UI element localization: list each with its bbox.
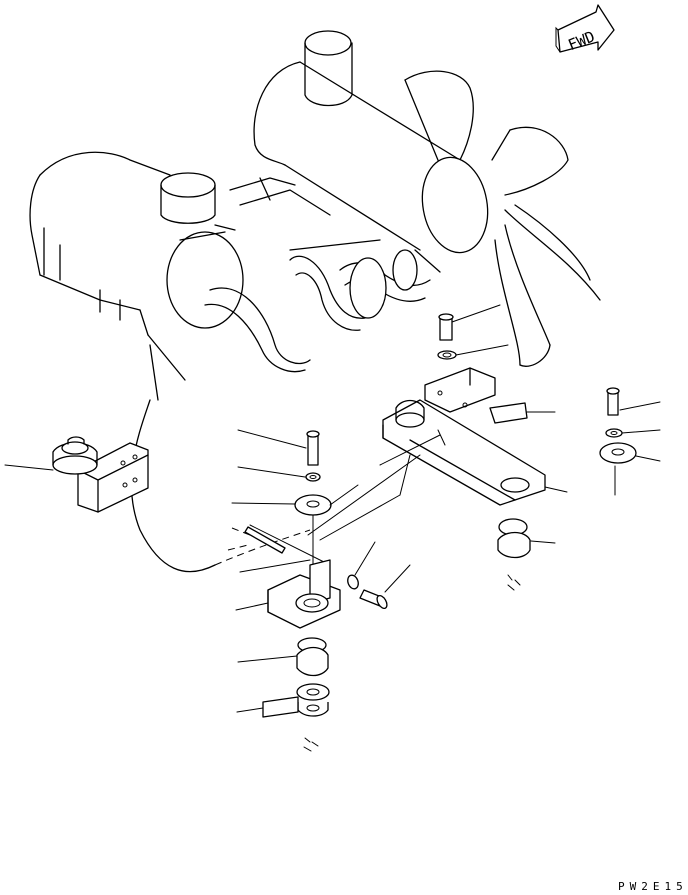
left-engine-mount — [4, 436, 149, 513]
washer-center — [237, 466, 321, 482]
bolt-center — [237, 429, 320, 466]
bolt-upper-right — [438, 304, 501, 341]
figure-code: PW2E154 — [618, 880, 688, 893]
bolt-right — [606, 387, 661, 416]
mount-bracket-lower — [235, 559, 341, 629]
mount-plate-right — [382, 399, 568, 506]
washer-upper-right — [437, 344, 509, 360]
washer-side — [347, 541, 376, 590]
spacer-center — [231, 484, 359, 581]
bracket-upper-right — [424, 367, 496, 413]
fan-icon — [404, 70, 601, 367]
spacer-right — [599, 442, 661, 496]
washer-right — [605, 428, 661, 438]
pin — [227, 524, 331, 566]
cushion-right — [497, 518, 556, 591]
bolt-side — [359, 564, 411, 610]
washer-stack-bottom — [236, 683, 330, 752]
engine-assembly — [29, 30, 489, 573]
fwd-arrow-icon: FWD — [555, 4, 615, 54]
cushion-lower — [237, 637, 329, 677]
